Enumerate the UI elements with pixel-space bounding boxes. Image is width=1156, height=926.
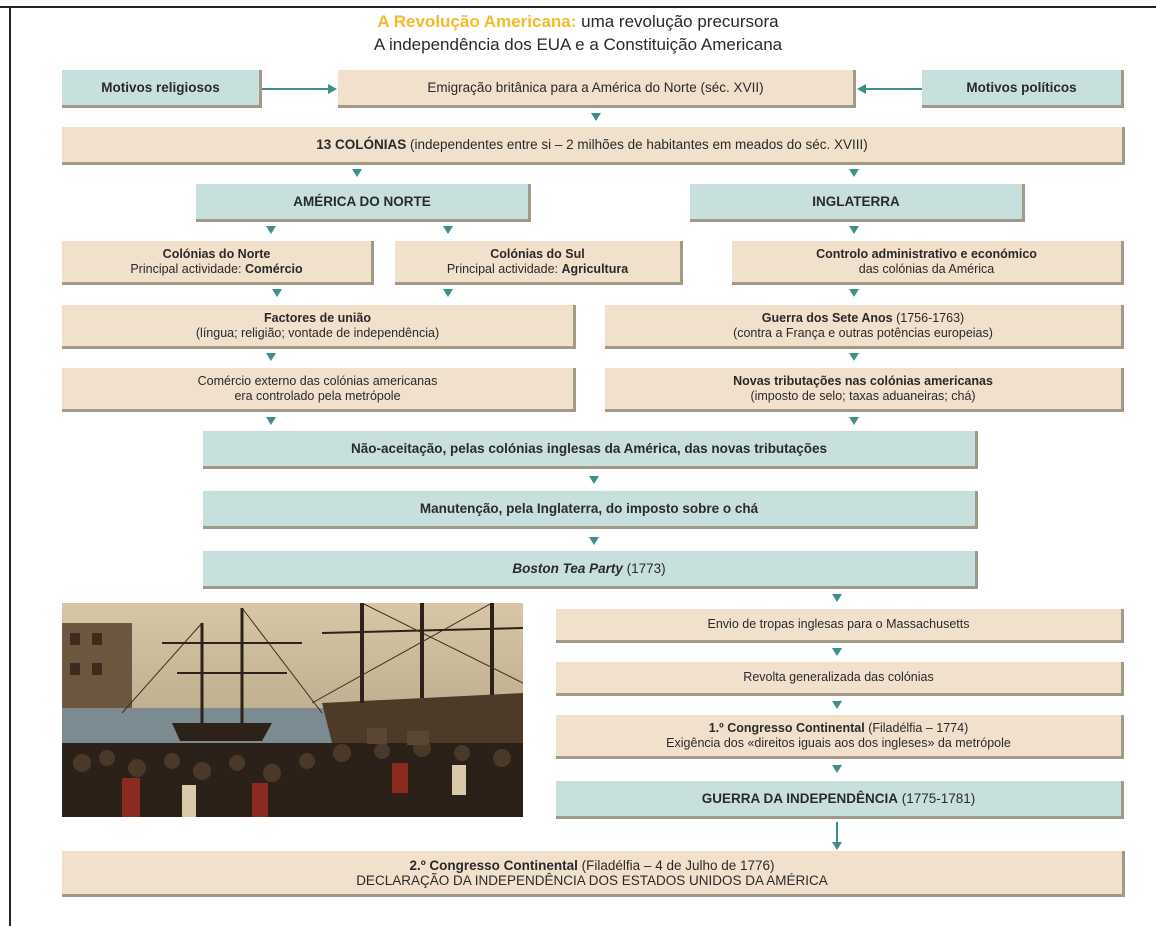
connector-line [836, 822, 838, 844]
arrow-down-icon [591, 113, 601, 121]
arrow-down-icon [352, 169, 362, 177]
box-comercio-externo: Comércio externo das colónias americanas… [62, 368, 576, 412]
box-guerra-sete-anos: Guerra dos Sete Anos (1756-1763) (contra… [605, 305, 1124, 349]
box-title-bold: Guerra dos Sete Anos [761, 310, 893, 325]
arrow-right-icon [328, 84, 337, 94]
box-label: Motivos políticos [966, 80, 1077, 95]
box-13-colonias: 13 COLÓNIAS (independentes entre si – 2 … [62, 127, 1125, 165]
box-activity: Agricultura [561, 261, 629, 276]
arrow-down-icon [849, 169, 859, 177]
box-title-bold: 2.º Congresso Continental [409, 857, 578, 873]
arrow-down-icon [849, 353, 859, 361]
box-subtitle: (contra a França e outras potências euro… [733, 325, 993, 340]
box-title: Controlo administrativo e económico [816, 246, 1037, 261]
box-boston-tea-party: Boston Tea Party (1773) [203, 551, 978, 589]
arrow-down-icon [832, 765, 842, 773]
box-subtitle: das colónias da América [858, 261, 995, 276]
arrow-down-icon [849, 417, 859, 425]
box-prefix: Principal actividade: [130, 261, 245, 276]
arrow-down-icon [266, 417, 276, 425]
box-line1: Comércio externo das colónias americanas [197, 373, 438, 388]
box-subtitle: Principal actividade: Agricultura [447, 262, 628, 277]
box-subtitle: (imposto de selo; taxas aduaneiras; chá) [750, 388, 976, 403]
box-title: Novas tributações nas colónias americana… [733, 373, 993, 388]
arrow-down-icon [589, 537, 599, 545]
arrow-down-icon [443, 226, 453, 234]
box-subtitle: Principal actividade: Comércio [130, 262, 302, 277]
box-label: Boston Tea Party (1773) [512, 561, 665, 576]
box-label: Envio de tropas inglesas para o Massachu… [707, 617, 970, 631]
box-congresso-1: 1.º Congresso Continental (Filadélfia – … [556, 715, 1124, 759]
arrow-down-icon [272, 289, 282, 297]
arrow-down-icon [589, 476, 599, 484]
box-subtitle: Exigência dos «direitos iguais aos dos i… [666, 735, 1011, 750]
box-subtitle: DECLARAÇÃO DA INDEPENDÊNCIA DOS ESTADOS … [356, 872, 828, 888]
connector-line [262, 88, 330, 90]
box-colonias-sul: Colónias do Sul Principal actividade: Ag… [395, 241, 683, 285]
box-envio-tropas: Envio de tropas inglesas para o Massachu… [556, 609, 1124, 643]
box-label: INGLATERRA [812, 194, 900, 209]
arrow-down-icon [266, 226, 276, 234]
box-subtitle: (língua; religião; vontade de independên… [195, 325, 440, 340]
box-guerra-independencia: GUERRA DA INDEPENDÊNCIA (1775-1781) [556, 781, 1124, 819]
box-years: (1756-1763) [892, 310, 965, 325]
box-activity: Comércio [245, 261, 303, 276]
arrow-down-icon [832, 701, 842, 709]
page-title: A Revolução Americana: uma revolução pre… [0, 12, 1156, 32]
box-line2: era controlado pela metrópole [234, 388, 401, 403]
title-rest: uma revolução precursora [576, 12, 779, 31]
box-detail: (Filadélfia – 1774) [864, 720, 969, 735]
box-novas-tributacoes: Novas tributações nas colónias americana… [605, 368, 1124, 412]
box-label: Revolta generalizada das colónias [743, 670, 934, 684]
arrow-down-icon [832, 648, 842, 656]
arrow-down-icon [832, 594, 842, 602]
box-label: AMÉRICA DO NORTE [293, 194, 431, 209]
box-label: Motivos religiosos [101, 80, 220, 95]
box-title: Guerra dos Sete Anos (1756-1763) [762, 311, 964, 326]
box-inglaterra: INGLATERRA [690, 184, 1025, 222]
box-motivos-religiosos: Motivos religiosos [62, 70, 262, 108]
box-label: GUERRA DA INDEPENDÊNCIA (1775-1781) [702, 791, 976, 806]
box-revolta: Revolta generalizada das colónias [556, 662, 1124, 696]
box-detail: (Filadélfia – 4 de Julho de 1776) [577, 857, 775, 873]
box-label-bold: 13 COLÓNIAS [316, 137, 407, 152]
frame-top-border [0, 6, 1156, 8]
box-year: (1773) [622, 561, 666, 576]
box-controlo: Controlo administrativo e económico das … [732, 241, 1124, 285]
box-label: Manutenção, pela Inglaterra, do imposto … [419, 501, 759, 516]
box-america-do-norte: AMÉRICA DO NORTE [196, 184, 531, 222]
box-colonias-norte: Colónias do Norte Principal actividade: … [62, 241, 374, 285]
box-title: Colónias do Sul [490, 246, 585, 261]
frame-left-border [9, 6, 11, 926]
box-title: Boston Tea Party [512, 561, 623, 576]
arrow-down-icon [832, 842, 842, 850]
arrow-down-icon [443, 289, 453, 297]
connector-line [865, 88, 922, 90]
box-title: 1.º Congresso Continental (Filadélfia – … [709, 721, 969, 736]
box-factores-uniao: Factores de união (língua; religião; von… [62, 305, 576, 349]
box-emigracao: Emigração britânica para a América do No… [338, 70, 856, 108]
box-label: Emigração britânica para a América do No… [427, 80, 764, 95]
box-prefix: Principal actividade: [446, 261, 562, 276]
box-label: Não-aceitação, pelas colónias inglesas d… [351, 441, 827, 456]
box-title: Factores de união [264, 310, 371, 325]
box-congresso-2: 2.º Congresso Continental (Filadélfia – … [62, 851, 1125, 897]
arrow-down-icon [849, 226, 859, 234]
box-label-rest: (independentes entre si – 2 milhões de h… [406, 137, 868, 152]
box-title-bold: GUERRA DA INDEPENDÊNCIA [701, 791, 898, 806]
box-label: 13 COLÓNIAS (independentes entre si – 2 … [316, 137, 868, 152]
box-title: 2.º Congresso Continental (Filadélfia – … [409, 858, 774, 873]
arrow-left-icon [857, 84, 866, 94]
arrow-down-icon [266, 353, 276, 361]
title-accent: A Revolução Americana: [377, 12, 577, 31]
box-manutencao: Manutenção, pela Inglaterra, do imposto … [203, 491, 978, 529]
box-title-bold: 1.º Congresso Continental [708, 720, 865, 735]
box-motivos-politicos: Motivos políticos [922, 70, 1124, 108]
arrow-down-icon [849, 289, 859, 297]
page-subtitle: A independência dos EUA e a Constituição… [373, 35, 783, 54]
boston-tea-party-painting [62, 603, 523, 817]
box-years: (1775-1781) [897, 791, 976, 806]
box-title: Colónias do Norte [162, 246, 271, 261]
box-nao-aceitacao: Não-aceitação, pelas colónias inglesas d… [203, 431, 978, 469]
